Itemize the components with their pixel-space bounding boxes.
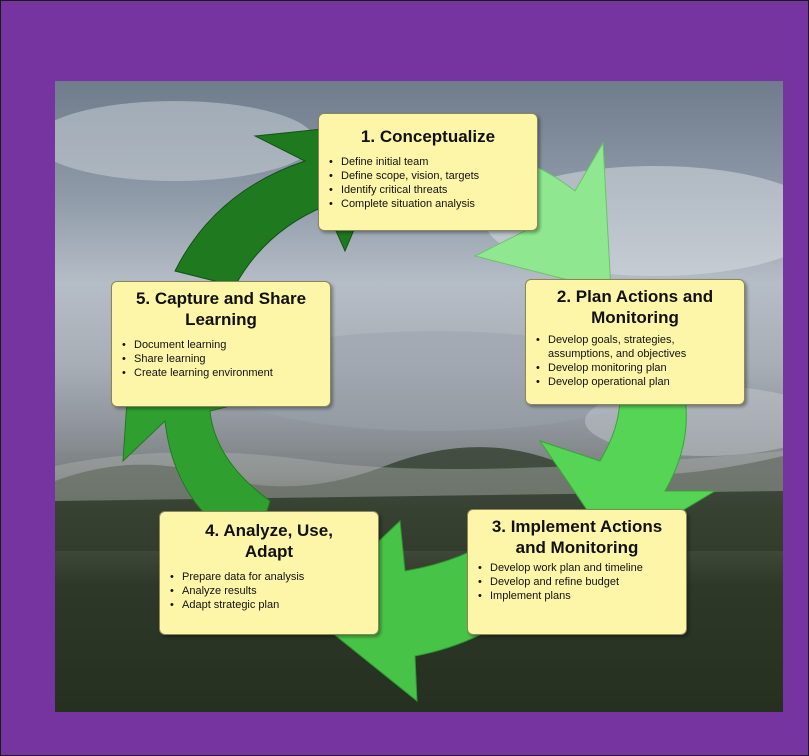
list-item: Develop operational plan <box>536 375 738 389</box>
step-1-title: 1. Conceptualize <box>360 127 496 146</box>
list-item: Develop and refine budget <box>478 575 646 589</box>
list-item: Define scope, vision, targets <box>329 169 537 183</box>
list-item: Prepare data for analysis <box>170 570 378 584</box>
list-item: Develop goals, strategies, assumptions, … <box>536 333 738 361</box>
list-item: Complete situation analysis <box>329 197 537 211</box>
step-3-bullets: Develop work plan and timeline Develop a… <box>468 561 686 603</box>
step-4-title-line1: 4. Analyze, Use, <box>205 521 333 540</box>
step-4-bullets: Prepare data for analysis Analyze result… <box>160 570 378 612</box>
list-item: Document learning <box>122 338 330 352</box>
step-1-bullets: Define initial team Define scope, vision… <box>319 155 537 211</box>
step-1-box: 1. Conceptualize Define initial team Def… <box>318 113 538 231</box>
step-4-box: 4. Analyze, Use, Adapt Prepare data for … <box>159 511 379 635</box>
list-item: Analyze results <box>170 584 378 598</box>
list-item: Define initial team <box>329 155 537 169</box>
step-3-box: 3. Implement Actions and Monitoring Deve… <box>467 509 687 635</box>
list-item: Adapt strategic plan <box>170 598 378 612</box>
step-2-title-line1: 2. Plan Actions and <box>556 287 714 306</box>
list-item: Create learning environment <box>122 366 330 380</box>
list-item: Identify critical threats <box>329 183 537 197</box>
step-3-title-line2: and Monitoring <box>515 538 639 557</box>
step-5-bullets: Document learning Share learning Create … <box>112 338 330 380</box>
step-5-title-line1: 5. Capture and Share <box>135 289 307 308</box>
step-5-title-line2: Learning <box>185 310 257 329</box>
list-item: Implement plans <box>478 589 646 603</box>
list-item: Share learning <box>122 352 330 366</box>
list-item: Develop work plan and timeline <box>478 561 646 575</box>
step-2-bullets: Develop goals, strategies, assumptions, … <box>526 333 744 389</box>
step-2-box: 2. Plan Actions and Monitoring Develop g… <box>525 279 745 405</box>
list-item: Develop monitoring plan <box>536 361 738 375</box>
step-4-title-line2: Adapt <box>244 542 294 561</box>
step-5-box: 5. Capture and Share Learning Document l… <box>111 281 331 407</box>
step-3-title-line1: 3. Implement Actions <box>491 517 663 536</box>
step-2-title-line2: Monitoring <box>591 308 679 327</box>
